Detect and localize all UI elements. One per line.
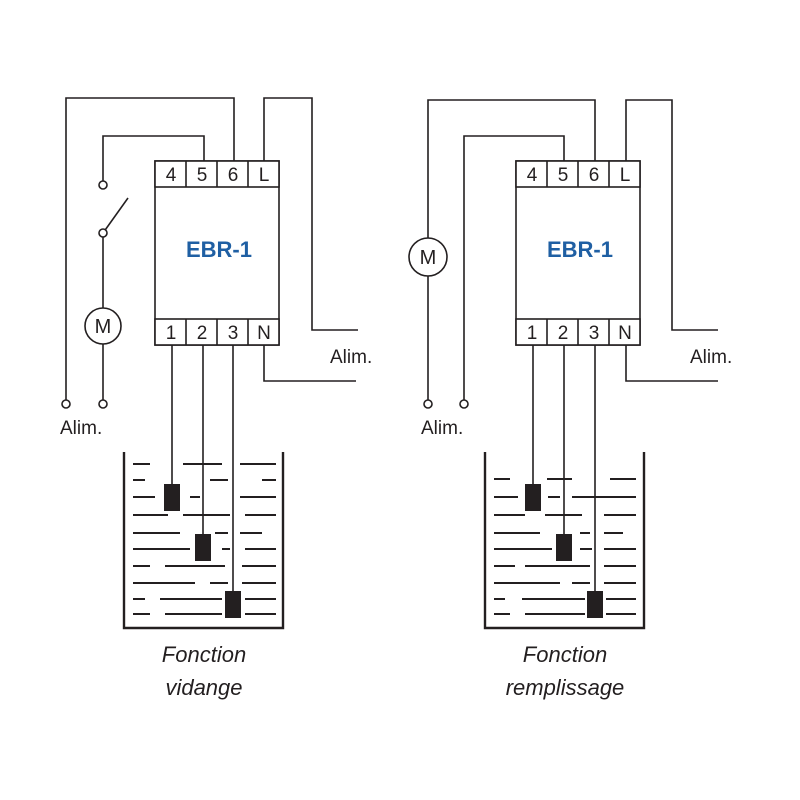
electrode-3 [225,591,241,618]
terminal-N: N [257,323,271,344]
model-label: EBR-1 [186,237,252,262]
motor-label: M [95,316,112,338]
caption-line-1: Fonction [523,642,607,667]
terminal-4: 4 [527,165,538,186]
supply-label-right: Alim. [690,347,732,368]
terminal-6: 6 [589,165,600,186]
caption-line-2: vidange [165,675,242,700]
terminal-L: L [259,165,270,186]
terminal-4: 4 [166,165,177,186]
wiring-vidange [65,97,358,592]
electrode-1 [525,484,541,511]
tank-vidange [122,452,285,630]
motor-label: M [420,247,437,269]
supply-terminal-2 [98,399,108,409]
water-lines [133,463,276,615]
terminal-2: 2 [197,323,208,344]
relay-body [515,160,641,346]
diagram-vidange: M Alim. Alim. 4 5 6 L 1 2 3 N EBR-1 [60,97,372,700]
electrode-1 [164,484,180,511]
relay-module-vidange: 4 5 6 L 1 2 3 N EBR-1 [154,160,280,346]
relay-module-remplissage: 4 5 6 L 1 2 3 N EBR-1 [515,160,641,346]
water-lines [494,478,636,615]
diagram-remplissage: M Alim. Alim. 4 5 6 L 1 2 3 N EBR-1 [408,99,732,700]
terminal-N: N [618,323,632,344]
switch-contact-top [98,180,108,190]
terminal-6: 6 [228,165,239,186]
terminal-1: 1 [527,323,538,344]
electrode-3 [587,591,603,618]
tank-outline [483,452,646,630]
electrode-2 [556,534,572,561]
supply-terminal-1 [423,399,433,409]
supply-label-left: Alim. [60,418,102,439]
caption-line-2: remplissage [506,675,625,700]
tank-remplissage [483,452,646,630]
motor-circle [408,237,448,277]
terminal-L: L [620,165,631,186]
terminal-3: 3 [228,323,239,344]
supply-terminal-2 [459,399,469,409]
switch-contact-bottom [98,228,108,238]
caption-line-1: Fonction [162,642,246,667]
supply-label-left: Alim. [421,418,463,439]
terminal-1: 1 [166,323,177,344]
motor-vidange: M [84,307,122,345]
model-label: EBR-1 [547,237,613,262]
terminal-2: 2 [558,323,569,344]
terminal-5: 5 [558,165,569,186]
tank-outline [122,452,285,630]
supply-terminal-1 [61,399,71,409]
terminal-5: 5 [197,165,208,186]
supply-label-right: Alim. [330,347,372,368]
electrode-2 [195,534,211,561]
terminal-3: 3 [589,323,600,344]
motor-remplissage: M [408,237,448,277]
motor-circle [84,307,122,345]
relay-body [154,160,280,346]
wiring-remplissage [427,99,718,592]
